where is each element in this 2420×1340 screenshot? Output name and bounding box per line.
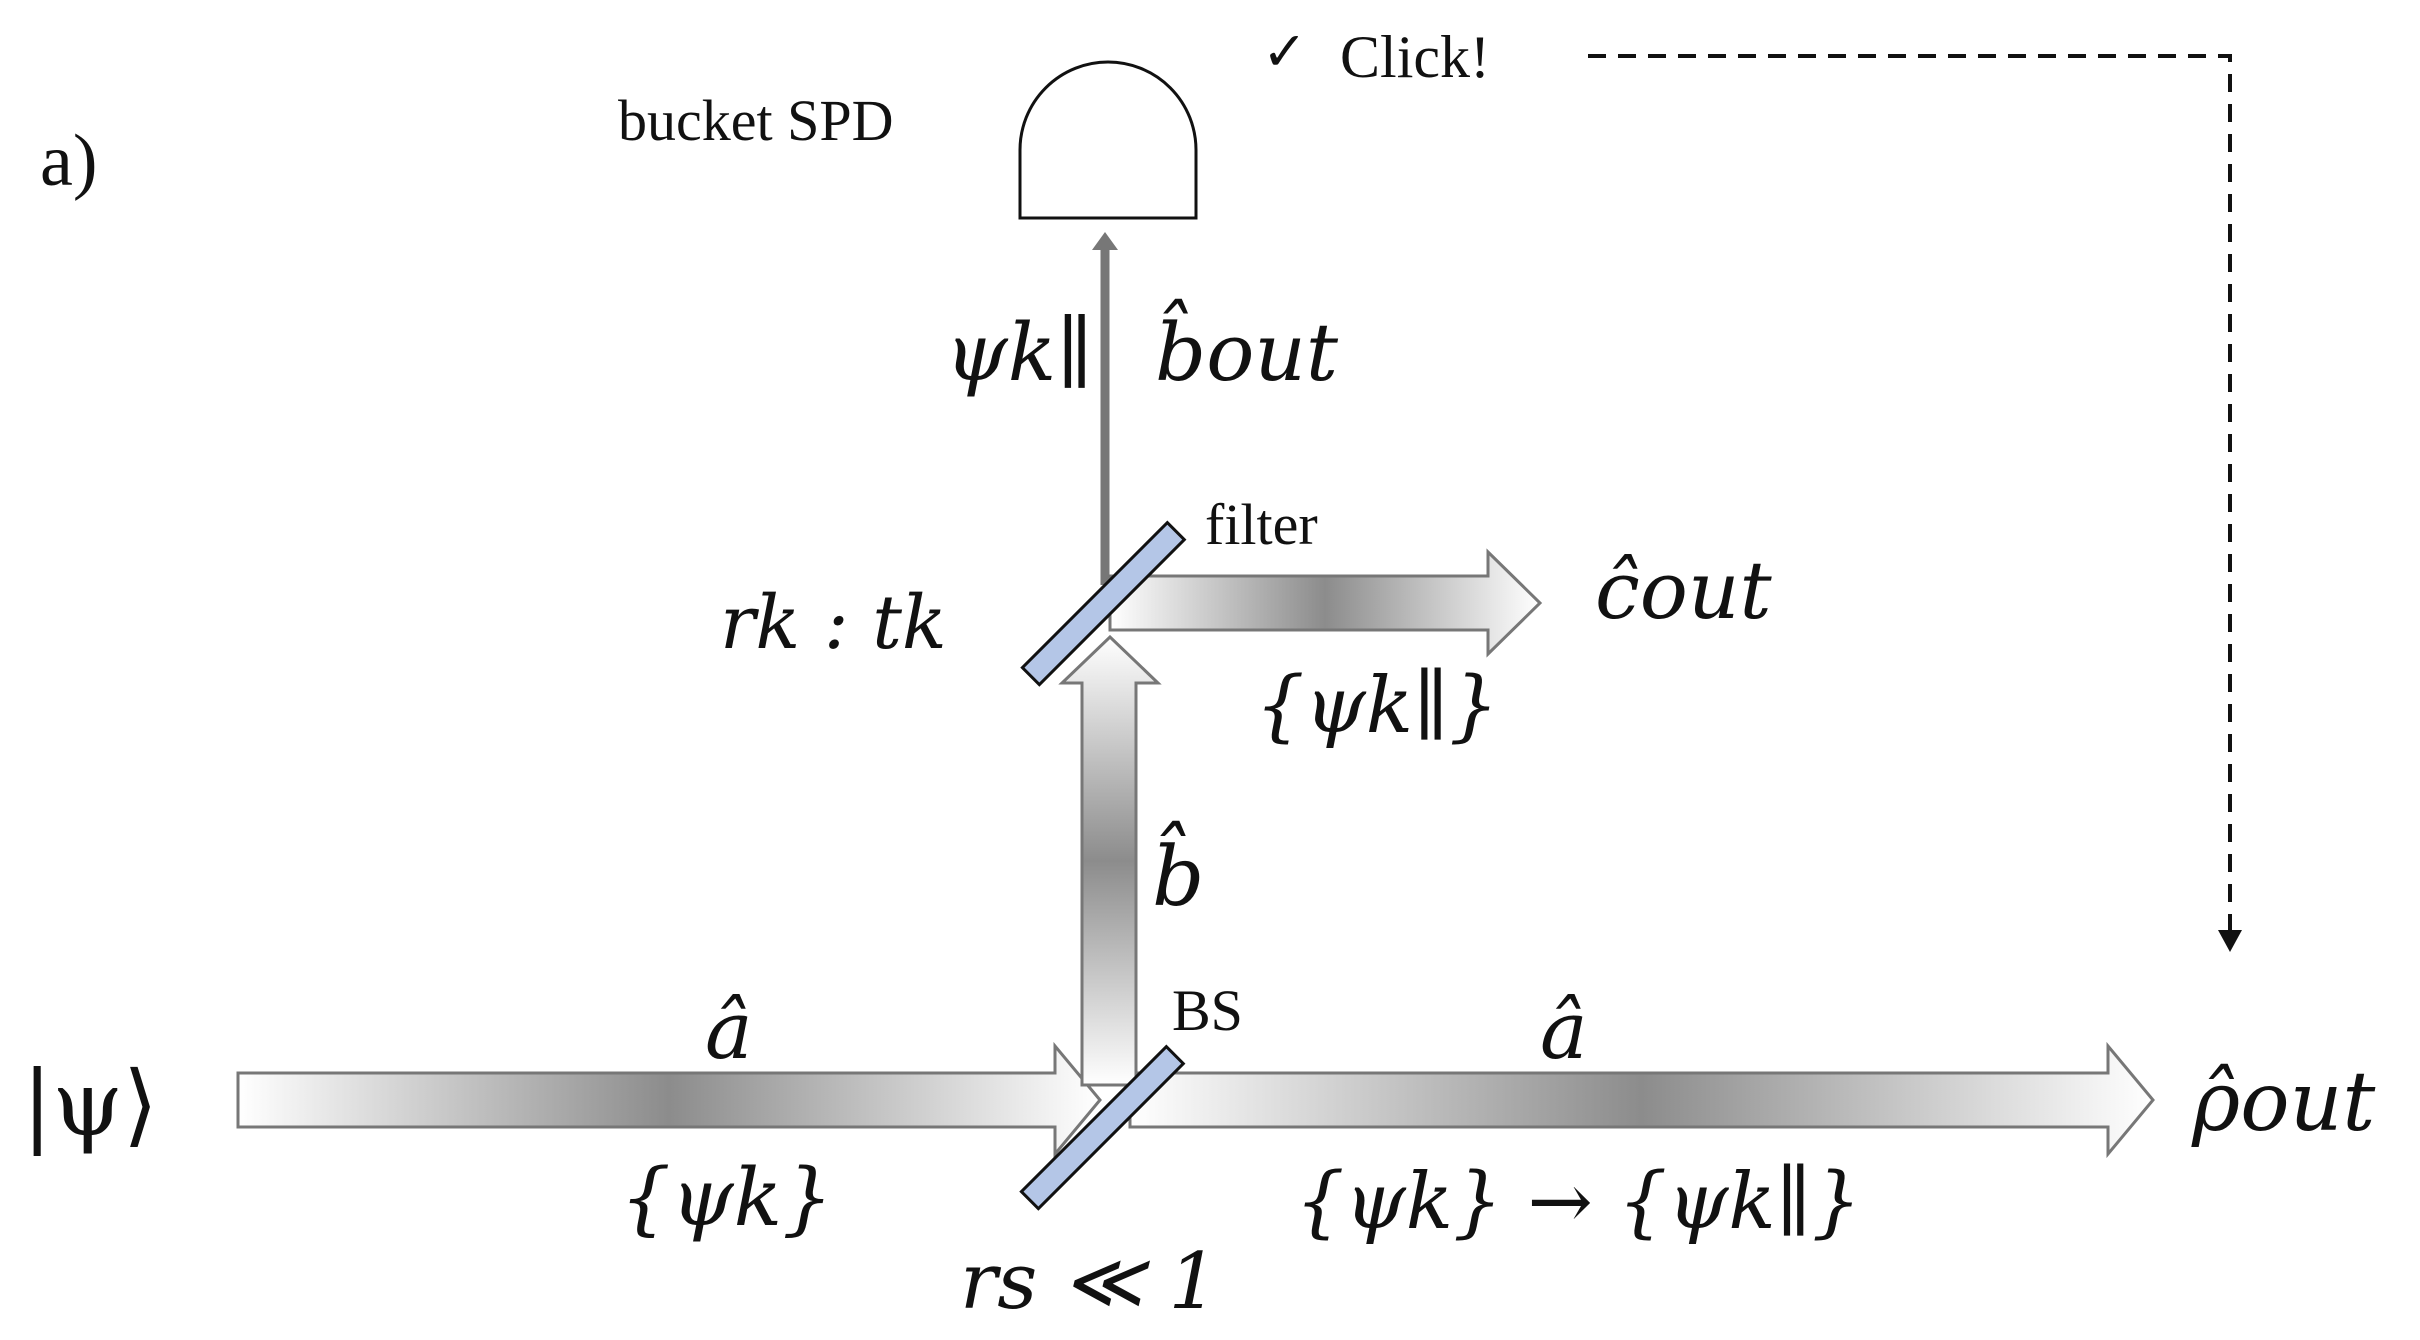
c-out-label: ĉout: [1595, 544, 1772, 637]
psi-k-parallel-detector-label: ψk∥: [945, 306, 1093, 399]
a-hat-input-label: â: [705, 984, 753, 1077]
psi-k-parallel-filter-label: {ψk∥}: [1255, 661, 1499, 751]
beam-splitter: [1019, 1044, 1186, 1211]
psi-k-input-label: {ψk}: [620, 1151, 833, 1244]
filter-mirror: [1020, 520, 1187, 687]
psi-transform-label: {ψk} → {ψk∥}: [1295, 1157, 1861, 1247]
reflected-beam-arrow: [1058, 634, 1162, 1087]
input-state-label: |ψ⟩: [22, 1052, 158, 1157]
bucket-spd-label: bucket SPD: [618, 88, 894, 153]
filter-label: filter: [1205, 492, 1318, 557]
filter-ratio-label: rk : tk: [720, 580, 947, 666]
bucket-spd-detector: [1018, 60, 1198, 220]
input-beam-arrow: [236, 1041, 1102, 1159]
click-feedforward-line: [1588, 54, 2232, 935]
bs-reflectivity-label: rs ≪ 1: [960, 1237, 1218, 1327]
panel-label: a): [40, 120, 98, 202]
b-hat-label: b̂: [1152, 821, 1205, 925]
click-check-icon: ✓: [1262, 20, 1307, 83]
bs-label: BS: [1172, 978, 1243, 1043]
a-hat-output-label: â: [1540, 984, 1588, 1077]
output-beam-arrow: [1128, 1041, 2155, 1159]
feedforward-arrowhead: [2218, 930, 2242, 952]
filtered-beam-arrow: [1108, 548, 1543, 658]
b-out-label: b̂out: [1155, 298, 1339, 399]
detector-beam-arrowhead: [1092, 232, 1118, 250]
rho-out-label: ρ̂out: [2191, 1055, 2376, 1150]
click-label: Click!: [1340, 24, 1490, 90]
